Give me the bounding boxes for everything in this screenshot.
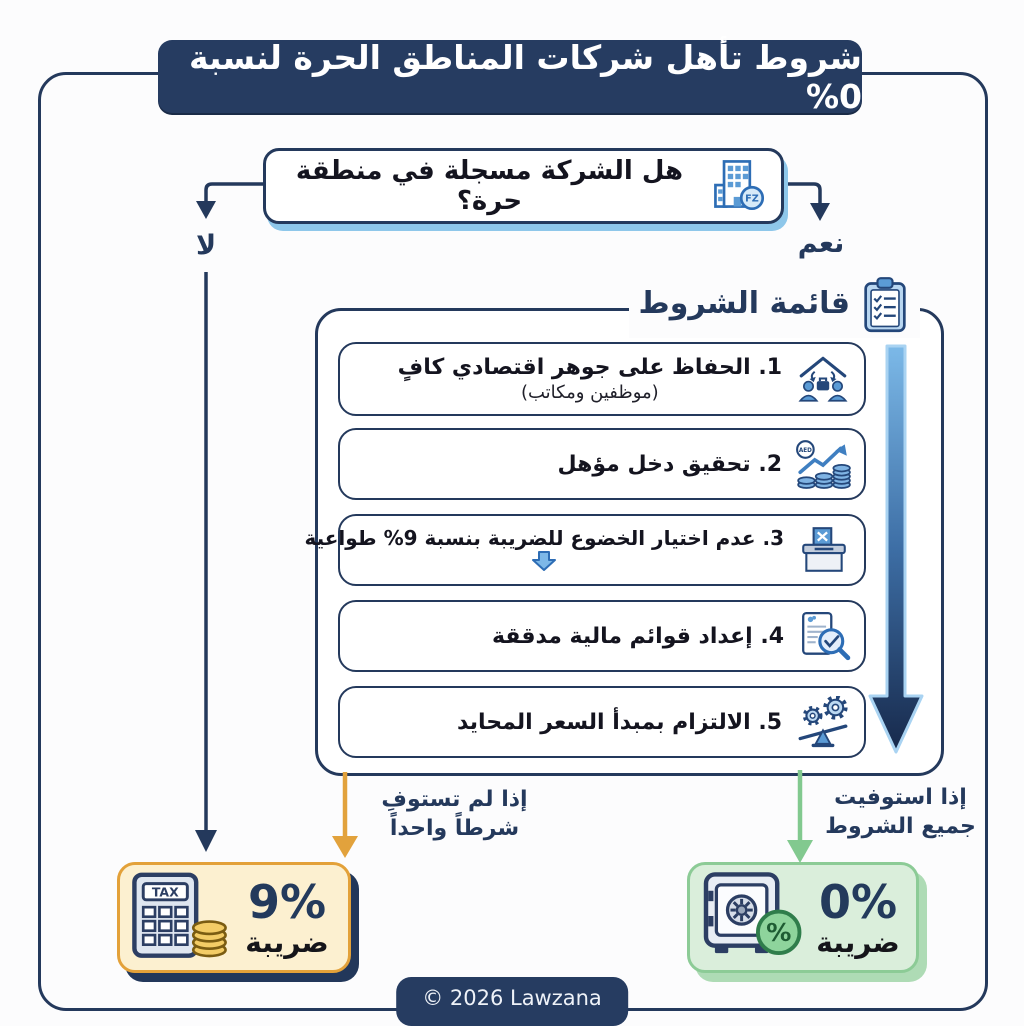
condition-5-text: 5. الالتزام بمبدأ السعر المحايد xyxy=(457,710,782,735)
aed-label: AED xyxy=(799,448,812,454)
small-down-arrow-icon xyxy=(532,550,557,575)
condition-3-main: 3. عدم اختيار الخضوع للضريبة بنسبة 9% طو… xyxy=(304,525,784,550)
economic-substance-icon xyxy=(794,353,852,405)
condition-4-text: 4. إعداد قوائم مالية مدققة xyxy=(492,624,784,649)
pass-condition-hint: إذا استوفيت جميع الشروط xyxy=(825,785,976,839)
fail-condition-hint: إذا لم تستوفِ شرطاً واحداً xyxy=(381,787,528,841)
condition-2-main: 2. تحقيق دخل مؤهل xyxy=(557,451,783,477)
result-0-percent-box: % 0% ضريبة xyxy=(687,862,919,973)
tax-rate-9: 9% xyxy=(247,874,327,929)
footer-pill: © 2026 Lawzana xyxy=(396,977,628,1026)
question-box: FZ هل الشركة مسجلة في منطقة حرة؟ xyxy=(263,148,784,224)
condition-1-sub: (موظفين ومكاتب) xyxy=(520,382,659,403)
qualifying-income-icon: AED xyxy=(794,438,852,490)
condition-3-text: 3. عدم اختيار الخضوع للضريبة بنسبة 9% طو… xyxy=(304,526,784,575)
ballot-box-icon xyxy=(796,525,852,575)
question-text: هل الشركة مسجلة في منطقة حرة؟ xyxy=(295,156,684,216)
page-title: شروط تأهل شركات المناطق الحرة لنسبة 0% xyxy=(189,37,862,116)
condition-5-main: 5. الالتزام بمبدأ السعر المحايد xyxy=(457,709,782,735)
condition-item-5: 5. الالتزام بمبدأ السعر المحايد xyxy=(338,686,866,758)
branch-label-no: لا xyxy=(195,230,217,261)
conditions-header: قائمة الشروط xyxy=(628,276,920,338)
condition-item-3: 3. عدم اختيار الخضوع للضريبة بنسبة 9% طو… xyxy=(304,514,866,586)
result-9-text: 9% ضريبة xyxy=(236,879,338,957)
tax-rate-0: 0% xyxy=(818,874,898,929)
percent-badge-label: % xyxy=(766,918,791,947)
result-9-percent-box: TAX 9% ضريبة xyxy=(117,862,351,973)
audited-statements-icon xyxy=(796,610,852,662)
condition-item-2: AED 2. تحقيق دخل مؤهل xyxy=(338,428,866,500)
title-banner: شروط تأهل شركات المناطق الحرة لنسبة 0% xyxy=(158,37,862,116)
result-0-text: 0% ضريبة xyxy=(810,879,906,957)
arms-length-scale-icon xyxy=(794,696,852,748)
condition-1-main: 1. الحفاظ على جوهر اقتصادي كافٍ xyxy=(397,355,782,380)
branch-label-yes: نعم xyxy=(797,228,845,259)
checklist-clipboard-icon xyxy=(860,276,910,338)
tax-unit-9: ضريبة xyxy=(245,925,329,959)
condition-item-1: 1. الحفاظ على جوهر اقتصادي كافٍ (موظفين … xyxy=(338,342,866,416)
tax-calculator-coins-icon: TAX xyxy=(130,871,230,965)
copyright-text: © 2026 Lawzana xyxy=(422,986,602,1010)
tax-unit-0: ضريبة xyxy=(816,925,900,959)
free-zone-building-icon: FZ xyxy=(709,157,767,215)
condition-4-main: 4. إعداد قوائم مالية مدققة xyxy=(491,623,784,649)
calculator-display-label: TAX xyxy=(152,884,179,899)
condition-2-text: 2. تحقيق دخل مؤهل xyxy=(558,452,783,477)
conditions-header-label: قائمة الشروط xyxy=(638,286,850,321)
fz-badge-label: FZ xyxy=(745,194,759,205)
condition-item-4: 4. إعداد قوائم مالية مدققة xyxy=(338,600,866,672)
safe-vault-percent-icon: % xyxy=(700,870,804,966)
condition-1-text: 1. الحفاظ على جوهر اقتصادي كافٍ (موظفين … xyxy=(398,355,782,403)
